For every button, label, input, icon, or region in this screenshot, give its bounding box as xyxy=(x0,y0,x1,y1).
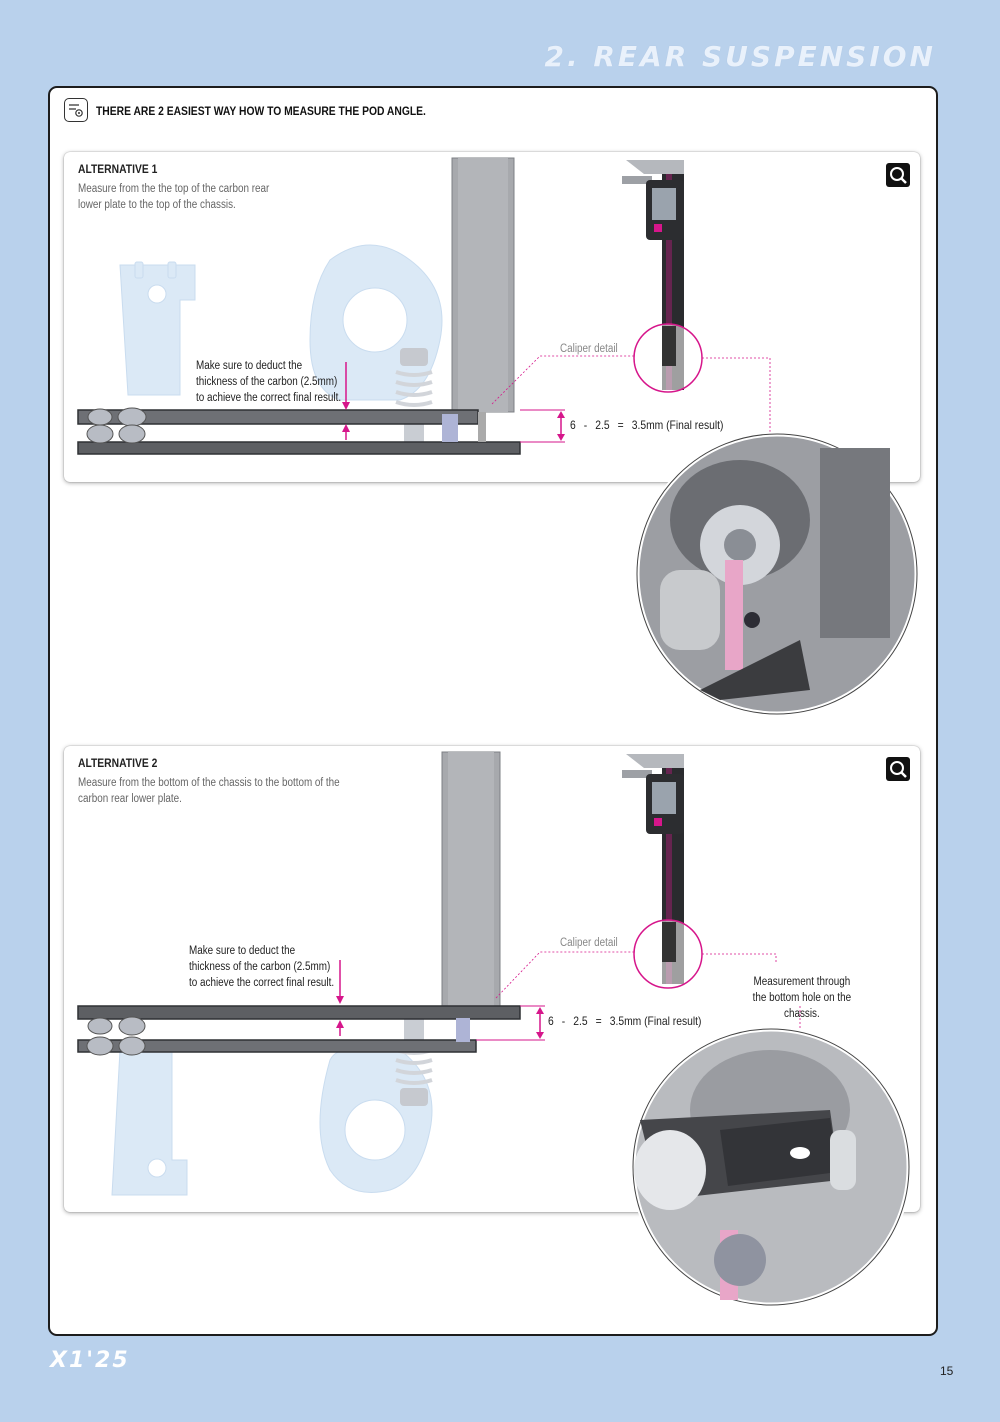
formula-value-b: 2.5 xyxy=(595,418,610,432)
alternative-1-title: ALTERNATIVE 1 xyxy=(78,162,158,176)
page-number: 15 xyxy=(940,1364,954,1378)
brand-logo: X1'25 xyxy=(50,1348,130,1373)
formula-operator-minus: - xyxy=(561,1014,566,1028)
formula-result: 3.5mm (Final result) xyxy=(609,1014,702,1028)
formula-operator-equals: = xyxy=(595,1014,602,1028)
formula-operator-equals: = xyxy=(617,418,624,432)
formula-operator-minus: - xyxy=(583,418,588,432)
alternative-1-caliper-label: Caliper detail xyxy=(560,343,618,355)
alternative-1-description: Measure from the the top of the carbon r… xyxy=(78,183,270,211)
formula-result: 3.5mm (Final result) xyxy=(631,418,724,432)
section-title: 2. REAR SUSPENSION xyxy=(544,40,936,73)
alternative-1-formula: 6 - 2.5 = 3.5mm (Final result) xyxy=(570,418,729,432)
formula-value-a: 6 xyxy=(548,1014,554,1028)
alternative-2-description: Measure from the bottom of the chassis t… xyxy=(78,777,340,805)
magnify-icon[interactable] xyxy=(886,163,910,187)
alternative-2-callout: Measurement through the bottom hole on t… xyxy=(752,976,852,1020)
formula-value-a: 6 xyxy=(570,418,576,432)
settings-tip-icon xyxy=(64,98,88,122)
formula-value-b: 2.5 xyxy=(573,1014,588,1028)
magnify-icon[interactable] xyxy=(886,757,910,781)
alternative-2-note: Make sure to deduct the thickness of the… xyxy=(189,945,335,989)
alternative-2-formula: 6 - 2.5 = 3.5mm (Final result) xyxy=(548,1014,707,1028)
tip-text: THERE ARE 2 EASIEST WAY HOW TO MEASURE T… xyxy=(96,104,426,118)
alternative-2-caliper-label: Caliper detail xyxy=(560,937,618,949)
alternative-1-note: Make sure to deduct the thickness of the… xyxy=(196,360,342,404)
alternative-2-title: ALTERNATIVE 2 xyxy=(78,756,158,770)
